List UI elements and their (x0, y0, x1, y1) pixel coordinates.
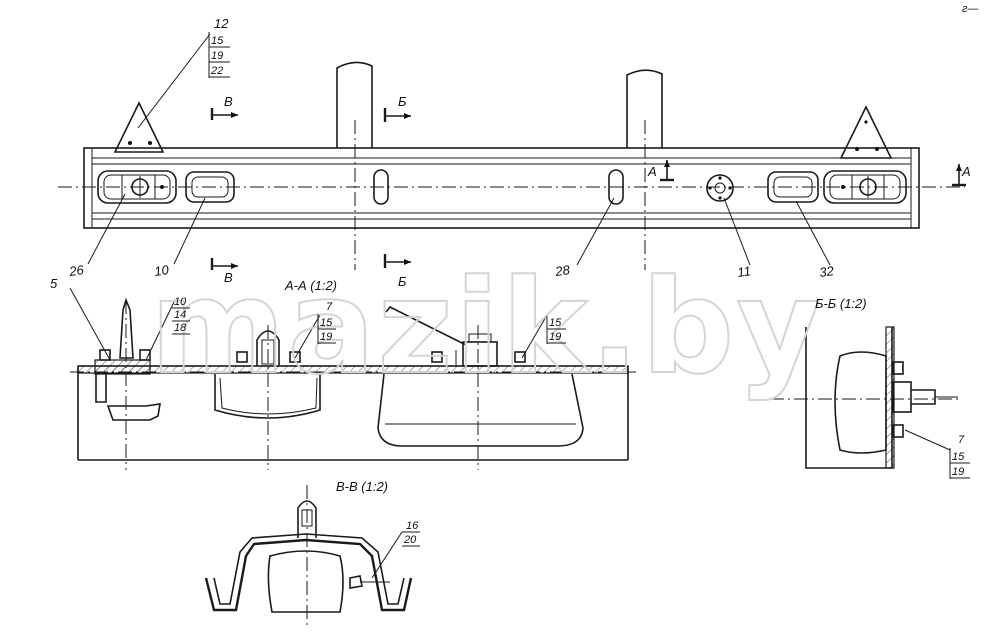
callout-10b-item-18: 18 (174, 322, 187, 334)
lamp-housing-left (97, 170, 177, 204)
bracket-left (94, 297, 161, 421)
callout-7a-item-15: 15 (320, 317, 333, 329)
section-mark-b-bottom: Б (398, 274, 407, 289)
lamp-right-small (767, 171, 819, 203)
reflector-triangle-left (113, 101, 165, 153)
section-marker-a (660, 160, 966, 187)
section-mark-b-top: Б (398, 94, 407, 109)
section-aa-view (69, 287, 636, 470)
callout-10b-item-14: 14 (174, 309, 186, 321)
callout-15-item-19: 19 (549, 331, 561, 343)
callout-32: 32 (818, 263, 835, 280)
corner-mark: г— (962, 3, 979, 15)
callout-11: 11 (736, 263, 751, 280)
lamp-left-small (185, 171, 235, 203)
callout-7b-item-19: 19 (952, 466, 964, 478)
section-mark-v-top: В (224, 94, 233, 109)
section-marker-v (210, 108, 238, 270)
section-mark-a-right: А (961, 164, 971, 179)
callout-7-15-19-b: 7 15 19 (949, 434, 970, 479)
callout-26: 26 (67, 262, 85, 279)
callout-10: 10 (153, 262, 170, 279)
callout-15-19: 15 19 (546, 316, 566, 344)
callout-7b-label: 7 (958, 434, 965, 446)
beam-outline (83, 147, 920, 229)
slot-left (373, 169, 389, 205)
callout-12: 12 15 19 22 (208, 16, 230, 78)
slot-right (608, 169, 624, 205)
callout-16-20: 16 20 (402, 520, 420, 547)
callout-7a-label: 7 (326, 301, 333, 313)
callout-12-label: 12 (214, 16, 229, 31)
bumper-top-view (58, 33, 966, 270)
callout-7-15-19-a: 7 15 19 (317, 301, 336, 344)
section-bb-view (770, 326, 960, 469)
callout-16-label: 16 (406, 520, 419, 532)
callout-5: 5 (50, 276, 58, 291)
section-vv-view (204, 485, 413, 625)
reflector-triangle-right (839, 105, 893, 159)
section-title-aa: А-А (1:2) (284, 278, 337, 293)
watermark: mazik.by (150, 251, 823, 403)
callout-7b-item-15: 15 (952, 451, 965, 463)
callout-10-14-18: 10 14 18 (172, 296, 190, 335)
callout-10b-label: 10 (174, 296, 187, 308)
lamp-1-section (214, 330, 321, 419)
section-marker-b (383, 108, 411, 268)
lamp-housing-right (823, 170, 907, 204)
lamp-2-section (377, 305, 584, 447)
callout-12-item-19: 19 (211, 50, 223, 62)
callout-12-item-15: 15 (211, 35, 224, 47)
callout-7a-item-19: 19 (320, 331, 332, 343)
section-mark-v-bottom: В (224, 270, 233, 285)
section-mark-a-left: А (647, 164, 657, 179)
callout-28: 28 (553, 262, 571, 279)
section-title-bb: Б-Б (1:2) (815, 296, 867, 311)
callout-12-item-22: 22 (210, 65, 223, 77)
round-connector (706, 174, 734, 202)
post-left (336, 61, 373, 148)
callout-16-item-20: 20 (403, 534, 417, 546)
callout-15-label: 15 (549, 317, 562, 329)
post-right (626, 69, 663, 148)
section-title-vv: В-В (1:2) (336, 479, 388, 494)
